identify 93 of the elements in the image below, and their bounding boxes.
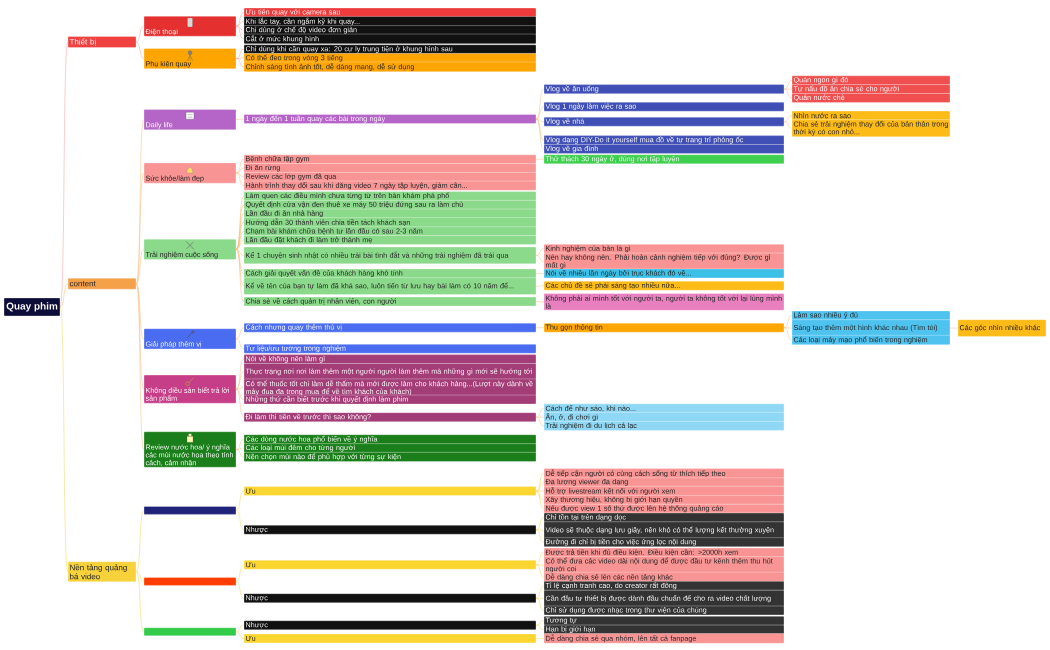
topic-box bbox=[143, 627, 237, 636]
connector-line bbox=[235, 449, 245, 458]
connector-line bbox=[235, 439, 245, 450]
connector-line bbox=[235, 26, 245, 40]
connector-line bbox=[135, 249, 145, 284]
connector-line bbox=[783, 315, 793, 328]
connector-line bbox=[235, 231, 245, 250]
connector-line bbox=[535, 416, 545, 427]
branch-box: Thiết bị bbox=[67, 36, 137, 48]
connector-line bbox=[535, 624, 545, 630]
connector-line bbox=[235, 510, 245, 531]
connector-line bbox=[535, 301, 545, 303]
connector-line bbox=[235, 581, 245, 599]
connector-line bbox=[135, 571, 145, 582]
connector-line bbox=[535, 597, 545, 611]
connector-line bbox=[235, 172, 245, 186]
connector-line bbox=[535, 585, 545, 599]
connector-line bbox=[135, 571, 145, 632]
connector-line bbox=[535, 273, 545, 274]
connector-line bbox=[783, 115, 793, 122]
connector-line bbox=[535, 255, 545, 262]
connector-line bbox=[235, 249, 245, 256]
connector-line bbox=[59, 306, 69, 572]
connector-line bbox=[235, 388, 245, 400]
connector-line bbox=[235, 631, 245, 639]
connector-line bbox=[235, 167, 245, 174]
connector-line bbox=[235, 338, 245, 350]
connector-line bbox=[535, 327, 545, 328]
connector-line bbox=[535, 118, 545, 122]
connector-line bbox=[535, 248, 545, 256]
connector-line bbox=[949, 327, 959, 329]
connector-line bbox=[783, 88, 793, 99]
connector-line bbox=[535, 490, 545, 501]
connector-line bbox=[535, 106, 545, 120]
connector-line bbox=[135, 26, 145, 43]
connector-line bbox=[235, 371, 245, 390]
connector-line bbox=[783, 327, 793, 341]
connector-line bbox=[235, 213, 245, 250]
connector-line bbox=[535, 564, 545, 566]
connector-line bbox=[235, 327, 245, 340]
connector-line bbox=[535, 473, 545, 492]
connector-line bbox=[535, 638, 545, 639]
connector-line bbox=[135, 283, 145, 390]
connector-line bbox=[235, 26, 245, 31]
connector-line bbox=[235, 12, 245, 27]
connector-line bbox=[535, 490, 545, 509]
connector-line bbox=[535, 482, 545, 492]
connector-line bbox=[535, 408, 545, 418]
connector-line bbox=[235, 447, 245, 450]
connector-line bbox=[535, 529, 545, 543]
connector-line bbox=[235, 49, 245, 59]
connector-line bbox=[235, 490, 245, 511]
connector-line bbox=[135, 172, 145, 284]
connector-line bbox=[535, 564, 545, 578]
connector-line bbox=[135, 283, 145, 450]
connector-line bbox=[235, 624, 245, 632]
connector-line bbox=[235, 564, 245, 582]
connector-line bbox=[535, 529, 545, 531]
connector-line bbox=[535, 490, 545, 492]
central-topic-box: Quay phim bbox=[3, 297, 61, 317]
connector-line bbox=[59, 41, 69, 308]
connector-line bbox=[235, 21, 245, 27]
connector-line bbox=[135, 41, 145, 59]
connector-line bbox=[535, 285, 545, 287]
connector-line bbox=[235, 249, 245, 302]
connector-line bbox=[535, 517, 545, 531]
connector-line bbox=[535, 159, 545, 160]
connector-line bbox=[783, 88, 793, 90]
connector-line bbox=[235, 387, 245, 390]
topic-box bbox=[143, 577, 237, 586]
topic-box bbox=[143, 506, 237, 515]
connector-line bbox=[235, 249, 245, 287]
connector-line bbox=[235, 239, 245, 250]
connector-line bbox=[783, 121, 793, 129]
connector-line bbox=[535, 118, 545, 150]
connector-line bbox=[135, 283, 145, 340]
connector-line bbox=[535, 552, 545, 565]
connector-line bbox=[59, 283, 69, 308]
connector-line bbox=[783, 80, 793, 90]
connector-line bbox=[135, 510, 145, 572]
connector-line bbox=[235, 118, 245, 120]
connector-line bbox=[535, 416, 545, 418]
connector-line bbox=[535, 88, 545, 120]
connector-line bbox=[235, 159, 245, 174]
connector-line bbox=[535, 597, 545, 599]
connector-line bbox=[235, 172, 245, 178]
connector-line bbox=[535, 620, 545, 626]
connector-line bbox=[235, 388, 245, 418]
branch-box: Nền tảng quảng bá video bbox=[67, 561, 137, 582]
connector-line bbox=[235, 58, 245, 68]
branch-box: content bbox=[67, 278, 137, 290]
connector-line bbox=[783, 327, 793, 329]
connector-line bbox=[235, 358, 245, 390]
